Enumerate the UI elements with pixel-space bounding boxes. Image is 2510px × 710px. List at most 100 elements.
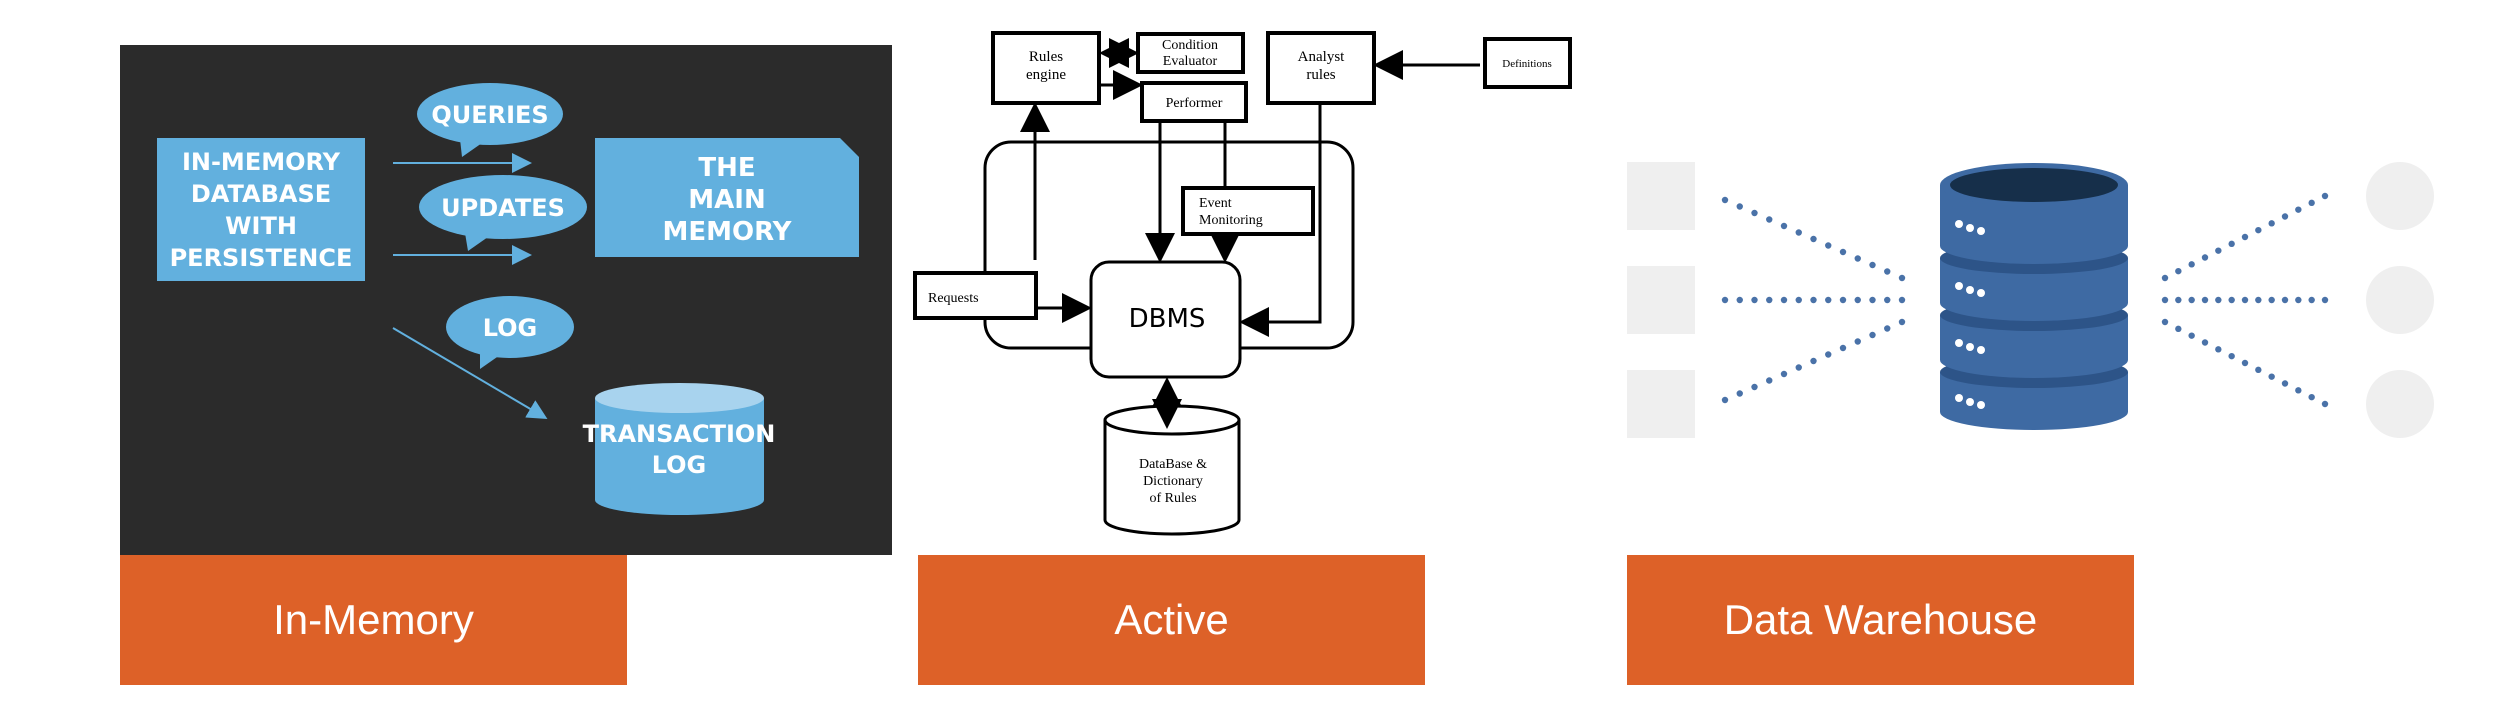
- data-flow-dots: [1721, 192, 2329, 408]
- flow-dot: [2255, 226, 2262, 234]
- flow-dot: [2268, 220, 2275, 227]
- flow-dot: [1751, 209, 1758, 217]
- in-memory-diagram: IN-MEMORY DATABASE WITH PERSISTENCE QUER…: [120, 45, 892, 555]
- flow-dot: [1898, 296, 1906, 304]
- db-line-3: WITH: [225, 212, 297, 240]
- event-monitoring-line-2: Monitoring: [1199, 213, 1263, 228]
- flow-dot: [2255, 366, 2262, 374]
- flow-dot: [1825, 242, 1832, 249]
- queries-bubble: QUERIES: [417, 83, 563, 157]
- flow-dot: [1780, 222, 1788, 230]
- condition-evaluator-box: Condition Evaluator: [1136, 32, 1245, 74]
- database-cylinder: DataBase & Dictionary of Rules: [1103, 404, 1241, 536]
- transaction-log-cylinder: TRANSACTION LOG: [583, 383, 776, 515]
- flow-dot: [2215, 346, 2222, 353]
- flow-dot: [1780, 296, 1788, 304]
- flow-dot: [1869, 261, 1876, 269]
- flow-dot: [1751, 296, 1758, 304]
- log-label: LOG: [483, 314, 538, 342]
- flow-dot: [2175, 296, 2182, 304]
- rules-engine-line-2: engine: [1026, 67, 1066, 83]
- flow-dot: [2281, 380, 2289, 387]
- flow-dot: [1766, 216, 1773, 223]
- flow-dot: [2281, 213, 2289, 220]
- flow-dot: [1795, 364, 1802, 371]
- flow-dot: [1825, 296, 1832, 304]
- condition-evaluator-line-1: Condition: [1162, 38, 1218, 53]
- analyst-dbms-arrow: [1239, 103, 1322, 337]
- queries-label: QUERIES: [431, 101, 548, 129]
- analyst-rules-line-1: Analyst: [1298, 49, 1345, 65]
- rules-engine-line-1: Rules: [1029, 49, 1063, 65]
- log-arrow: [392, 327, 548, 420]
- transaction-log-line-2: LOG: [652, 451, 707, 479]
- flow-dot: [2161, 274, 2169, 282]
- flow-dot: [2308, 199, 2315, 207]
- updates-label: UPDATES: [441, 194, 565, 222]
- log-bubble: LOG: [446, 296, 574, 369]
- updates-bubble: UPDATES: [419, 175, 587, 251]
- in-memory-database-box: IN-MEMORY DATABASE WITH PERSISTENCE: [157, 138, 365, 281]
- flow-dot: [1884, 296, 1891, 304]
- main-memory-box: THE MAIN MEMORY: [595, 138, 859, 257]
- flow-dot: [2175, 267, 2182, 275]
- flow-dot: [1721, 196, 1729, 204]
- flow-dot: [1766, 377, 1773, 384]
- flow-dot: [2295, 387, 2302, 394]
- source-square-2: [1627, 266, 1695, 334]
- definitions-label: Definitions: [1502, 58, 1552, 70]
- event-monitoring-line-1: Event: [1199, 196, 1232, 211]
- flow-dot: [1869, 296, 1876, 304]
- database-line-1: DataBase &: [1139, 457, 1207, 472]
- database-stack-icon: [1940, 163, 2128, 430]
- flow-dot: [1721, 396, 1729, 404]
- definitions-box: Definitions: [1483, 37, 1572, 89]
- flow-dot: [1736, 296, 1743, 304]
- requests-box: Requests: [913, 271, 1038, 320]
- flow-dot: [2188, 296, 2195, 304]
- flow-dot: [2241, 233, 2249, 241]
- flow-dot: [1736, 203, 1743, 210]
- flow-dot: [2228, 352, 2235, 360]
- active-label: Active: [918, 555, 1425, 685]
- flow-dot: [2215, 296, 2222, 304]
- transaction-log-line-1: TRANSACTION: [583, 420, 776, 448]
- db-line-1: IN-MEMORY: [182, 148, 341, 176]
- flow-dot: [1766, 296, 1773, 304]
- flow-dot: [1810, 296, 1817, 304]
- flow-dot: [1721, 296, 1729, 304]
- flow-dot: [2321, 400, 2329, 408]
- flow-dot: [2241, 296, 2249, 304]
- flow-dot: [1854, 338, 1861, 345]
- flow-dot: [1810, 357, 1817, 365]
- flow-dot: [2175, 325, 2182, 333]
- flow-dot: [2201, 254, 2209, 261]
- source-square-3: [1627, 370, 1695, 438]
- main-memory-line-2: MAIN: [688, 185, 765, 215]
- flow-dot: [2281, 296, 2289, 304]
- db-line-2: DATABASE: [191, 180, 331, 208]
- flow-dot: [1898, 318, 1906, 326]
- flow-dot: [1854, 296, 1861, 304]
- flow-dot: [1795, 296, 1802, 304]
- flow-dot: [1736, 390, 1743, 397]
- database-line-3: of Rules: [1149, 491, 1196, 506]
- performer-label: Performer: [1166, 96, 1223, 111]
- dbms-box: DBMS: [1089, 260, 1242, 379]
- condition-evaluator-line-2: Evaluator: [1163, 54, 1218, 69]
- flow-dot: [1780, 370, 1788, 378]
- flow-dot: [2228, 240, 2235, 248]
- db-line-4: PERSISTENCE: [170, 244, 353, 272]
- output-circle-3: [2366, 370, 2434, 438]
- flow-dot: [1898, 274, 1906, 282]
- analyst-rules-line-2: rules: [1306, 67, 1335, 83]
- analyst-rules-box: Analyst rules: [1266, 31, 1376, 105]
- output-circle-1: [2366, 162, 2434, 230]
- flow-dot: [2215, 247, 2222, 254]
- output-circle-2: [2366, 266, 2434, 334]
- flow-dot: [1839, 248, 1847, 256]
- flow-dot: [2268, 373, 2275, 380]
- dbms-label: DBMS: [1129, 304, 1206, 334]
- flow-dot: [2295, 296, 2302, 304]
- flow-dot: [2201, 296, 2209, 304]
